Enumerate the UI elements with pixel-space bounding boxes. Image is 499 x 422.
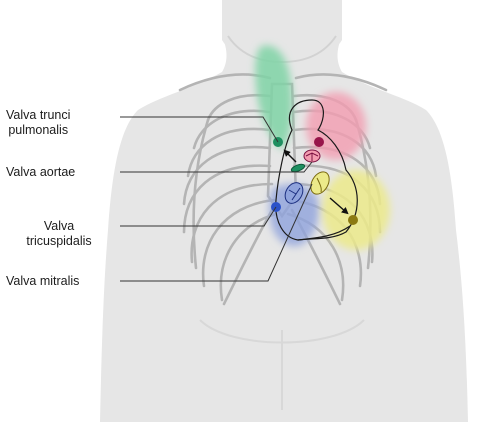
costal-margin-left [222,208,274,306]
label-aortic-valve: Valva aortae [6,165,76,179]
aortic-leader [120,161,313,173]
heart-outline [275,99,358,241]
neck [222,0,342,64]
rib [182,164,272,234]
aortic-point [314,137,324,147]
flow-arrows [283,149,349,215]
leader-lines [120,116,313,282]
auscultation-points [271,137,358,225]
label-pulmonary-line-2: pulmonalis [8,123,69,137]
tricuspid-leader [120,206,277,227]
rib [186,127,272,178]
label-pulmonary-line-1: Valva trunci [6,108,71,122]
tricuspid-valve-cusps [288,187,301,201]
pulmonary-flow-arrow [283,149,297,163]
label-tricuspid-valve: Valva tricuspidalis [6,219,112,249]
right-clavicle [294,73,388,92]
label-tricuspid-line-2: tricuspidalis [26,234,92,248]
rib [190,182,274,264]
mitral-valve-shape [310,171,330,195]
label-mitral-valve: Valva mitralis [6,274,80,288]
rib [192,109,272,150]
valves [284,149,330,204]
pulmonary-zone [255,45,293,150]
aortic-valve-cusps [305,152,319,161]
mitral-flow-arrow [329,197,349,215]
tricuspid-zone [269,184,319,247]
rib [219,212,278,302]
pulmonary-leader [120,116,279,143]
pulmonary-valve-shape [290,163,306,173]
label-pulmonary-valve: Valva trunci pulmonalis [6,108,70,138]
rib [201,198,276,288]
mitral-leader [120,183,313,282]
rib [192,118,210,270]
label-tricuspid-line-1: Valva [43,219,75,233]
heart-lower-border [297,225,351,241]
mitral-valve-leaflets [316,177,322,193]
mitral-point [348,215,358,225]
aortic-zone [306,92,366,160]
rib [182,145,272,206]
